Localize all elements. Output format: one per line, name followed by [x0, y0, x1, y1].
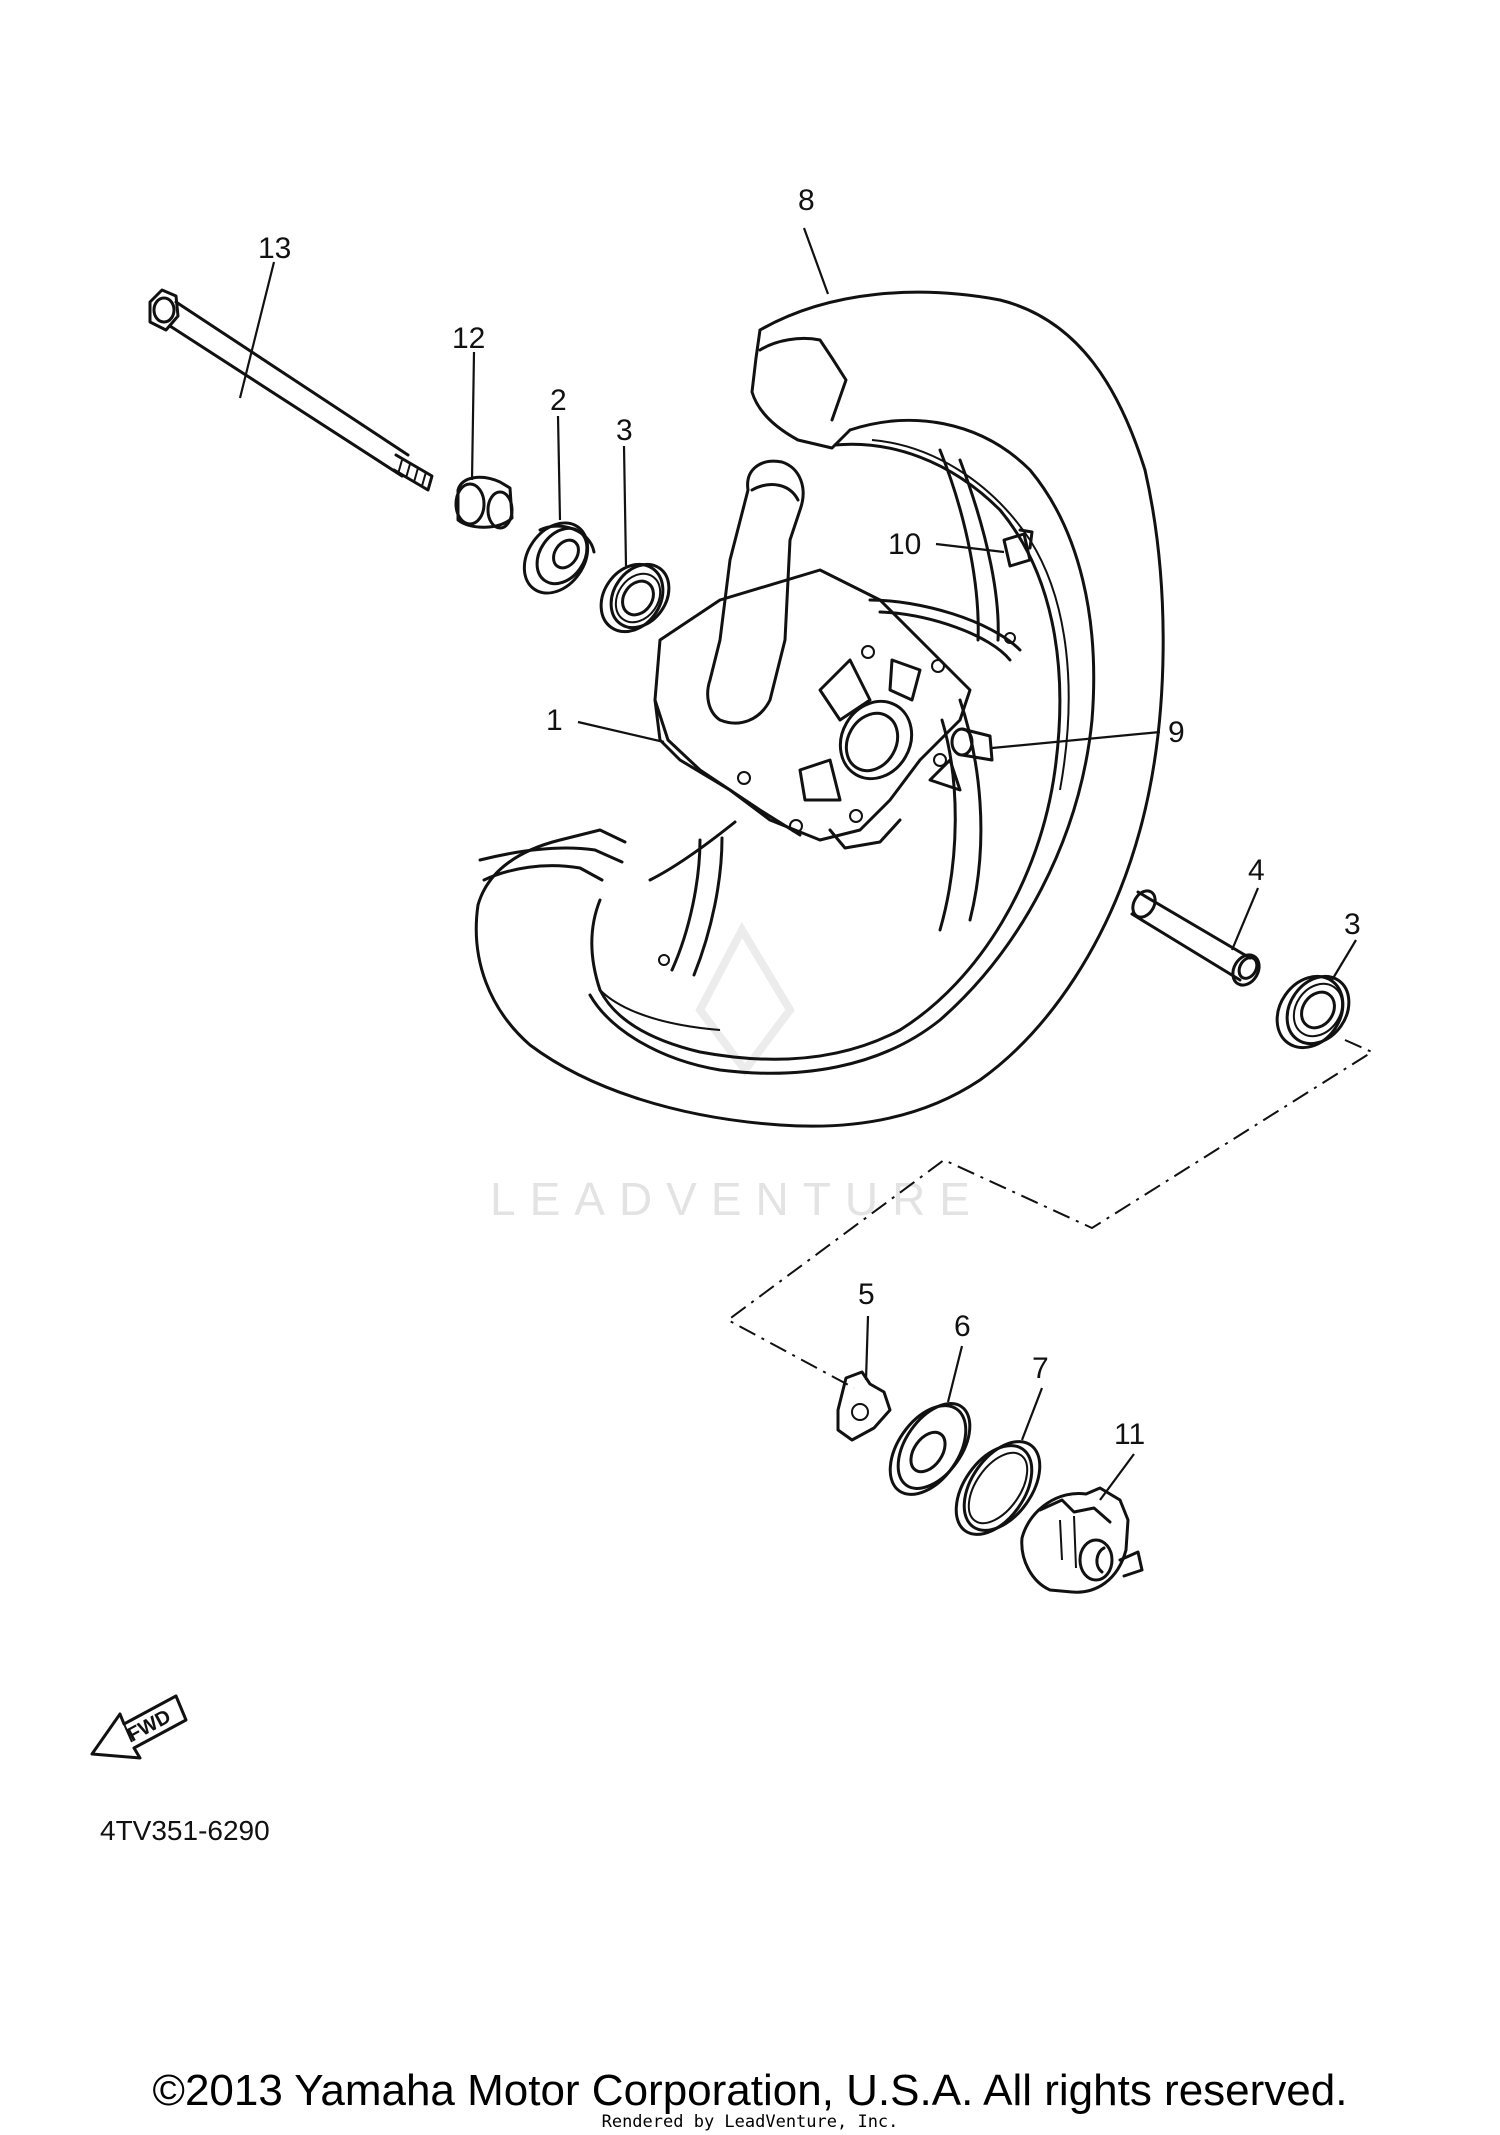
callout-5: 5 — [858, 1278, 875, 1311]
oil-seal-part-2 — [522, 521, 596, 595]
callout-8: 8 — [798, 184, 815, 217]
callout-1: 1 — [546, 704, 563, 737]
callout-9: 9 — [1168, 716, 1185, 749]
callout-6: 6 — [954, 1310, 971, 1343]
axle-part-13 — [148, 288, 434, 492]
leader-lines — [238, 227, 1357, 1501]
exploded-group-outline — [726, 1039, 1375, 1389]
fwd-arrow-icon: FWD — [90, 1694, 188, 1760]
bearing-part-3-lower — [1275, 974, 1351, 1050]
callout-3-lower: 3 — [1344, 908, 1361, 941]
callout-11: 11 — [1114, 1418, 1145, 1451]
lock-washer-part-5 — [836, 1370, 892, 1442]
callout-10: 10 — [888, 528, 921, 561]
watermark-text: LEADVENTURE — [490, 1173, 984, 1225]
callout-4: 4 — [1248, 854, 1265, 887]
callout-12: 12 — [452, 322, 485, 355]
callout-7: 7 — [1032, 1352, 1049, 1385]
bolt-part-9 — [950, 727, 994, 762]
seal-part-7 — [954, 1440, 1042, 1536]
callout-2: 2 — [550, 384, 567, 417]
rendered-by-notice: Rendered by LeadVenture, Inc. — [601, 2112, 899, 2132]
spacer-part-4 — [1130, 889, 1261, 987]
callout-13: 13 — [258, 232, 291, 265]
watermark: LEADVENTURE — [490, 921, 984, 1225]
bearing-part-3-upper — [599, 562, 671, 634]
diagram-part-number: 4TV351-6290 — [100, 1815, 270, 1846]
tire-part-8 — [474, 290, 1165, 1128]
gear-part-6 — [888, 1402, 972, 1496]
collar-part-12 — [454, 475, 514, 530]
callout-labels: 13 12 2 3 8 10 1 9 4 3 5 6 7 11 — [258, 184, 1361, 1451]
wheel-hub-part-1 — [648, 448, 1022, 977]
callout-3-upper: 3 — [616, 414, 633, 447]
balance-weight-part-10 — [1002, 528, 1034, 568]
gear-unit-part-11 — [1020, 1486, 1144, 1594]
copyright-notice: ©2013 Yamaha Motor Corporation, U.S.A. A… — [152, 2066, 1348, 2115]
